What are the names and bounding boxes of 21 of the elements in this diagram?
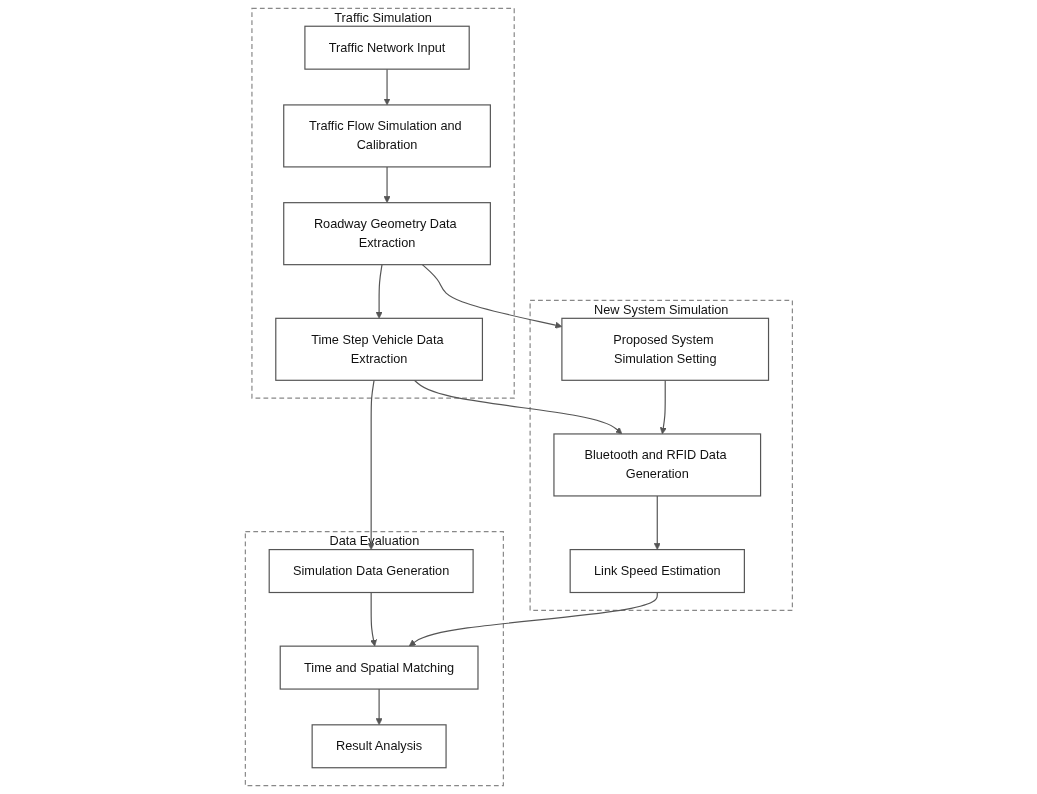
arrow (653, 495, 661, 550)
arrow (421, 264, 562, 329)
node-box: Simulation Data Generation (268, 549, 474, 594)
node-box: Traffic Network Input (303, 25, 470, 70)
arrow (375, 688, 383, 726)
node-box: Result Analysis (311, 724, 447, 769)
node-box: Link Speed Estimation (569, 549, 745, 594)
node-box: Time Step Vehicle Data Extraction (274, 317, 483, 381)
arrow (367, 379, 375, 550)
node-box: Roadway Geometry Data Extraction (282, 202, 491, 266)
arrow (659, 379, 667, 435)
arrow (383, 68, 391, 106)
arrow (413, 379, 622, 435)
arrow (408, 591, 658, 647)
node-box: Bluetooth and RFID Data Generation (552, 433, 761, 497)
node-box: Traffic Flow Simulation and Calibration (282, 104, 491, 168)
arrow (383, 166, 391, 203)
node-box: Time and Spatial Matching (279, 645, 479, 690)
arrow (375, 264, 383, 319)
arrow (369, 591, 377, 647)
node-box: Proposed System Simulation Setting (560, 317, 769, 381)
